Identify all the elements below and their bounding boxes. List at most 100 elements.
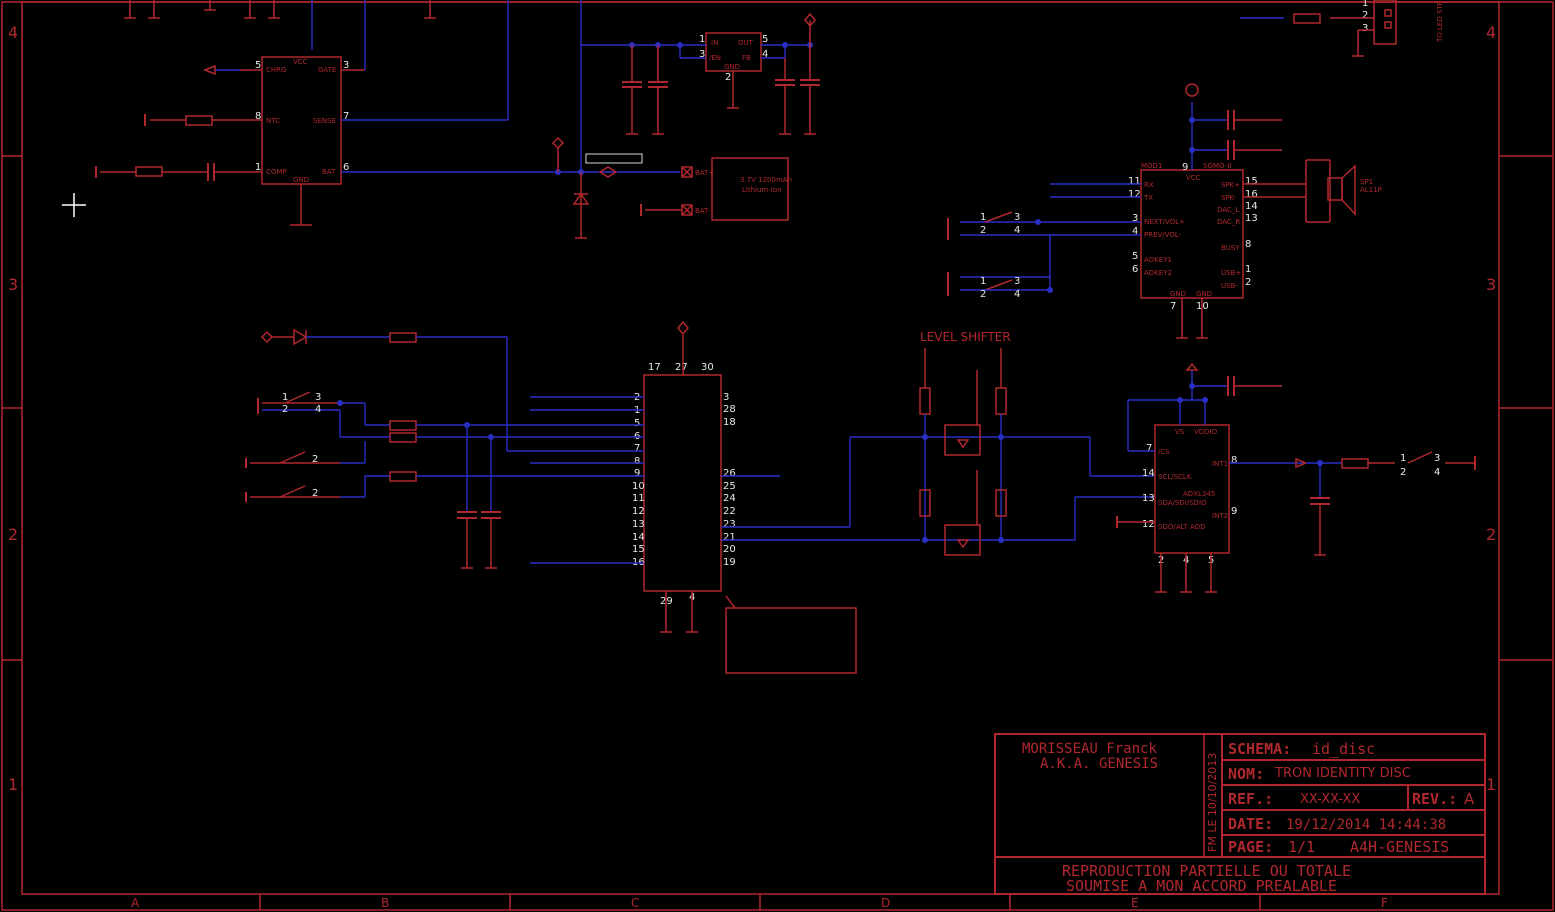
pin-number: 16	[1245, 189, 1258, 200]
pin-number: 13	[1142, 493, 1155, 504]
pin-number: 2	[312, 454, 318, 465]
module-pin-prev: PREV/VOL-	[1144, 231, 1182, 239]
pin-number: 1	[282, 392, 288, 403]
pin-number: 3	[315, 392, 321, 403]
pin-number: 21	[723, 532, 736, 543]
module-pin-adkey2: ADKEY2	[1144, 269, 1172, 277]
pin-number: 18	[723, 417, 736, 428]
module-ref: MOD1	[1141, 162, 1162, 170]
project-name: A4H-GENESIS	[1350, 838, 1449, 856]
pin-number: 8	[1245, 239, 1251, 250]
level-shifter-label: LEVEL SHIFTER	[920, 330, 1011, 344]
pin-number: 2	[312, 488, 318, 499]
module-pin-spkp: SPK+	[1221, 181, 1240, 189]
module-pin-dacr: DAC_R	[1217, 218, 1240, 226]
accel-name: ADXL345	[1183, 490, 1215, 498]
pin-number: 26	[723, 468, 736, 479]
crosshair-cursor-icon	[62, 193, 86, 217]
pin-label-chrg: CHRG	[266, 66, 286, 74]
top-left-stubs	[124, 0, 436, 19]
pin-number: 28	[723, 404, 736, 415]
row-label-4-right: 4	[1486, 23, 1496, 42]
row-label-2-left: 2	[8, 525, 18, 544]
row-label-3-left: 3	[8, 275, 18, 294]
pin-label-ntc: NTC	[266, 117, 280, 125]
pin-number: 14	[1245, 201, 1258, 212]
pin-number: 4	[1434, 467, 1440, 478]
pin-number: 12	[1128, 189, 1141, 200]
pin-number: 5	[762, 34, 768, 45]
accel-pin-cs: /CS	[1158, 448, 1170, 456]
pin-label-sense: SENSE	[313, 117, 336, 125]
accel-pin-sdo: SDO/ALT ADD	[1158, 523, 1206, 531]
module-pin-rx: RX	[1144, 181, 1154, 189]
module-vcc: VCC	[1186, 174, 1201, 182]
pin-number: 8	[634, 456, 640, 467]
pin-number: 9	[1231, 506, 1237, 517]
pin-number: 2	[980, 289, 986, 300]
col-label-c: C	[631, 896, 639, 910]
pin-number: 4	[315, 404, 321, 415]
ref-value: XX-XX-XX	[1300, 792, 1360, 807]
pin-number: 7	[343, 111, 349, 122]
author-alias: A.K.A. GENESIS	[1040, 756, 1158, 772]
pin-number: 6	[343, 162, 349, 173]
level-shifter: LEVEL SHIFTER	[849, 330, 1155, 556]
pin-number: 3	[1014, 276, 1020, 287]
col-label-e: E	[1131, 896, 1139, 910]
pin-number: 25	[723, 481, 736, 492]
pin-label-gnd: GND	[293, 176, 309, 184]
title-block: MORISSEAU Franck A.K.A. GENESIS FM LE 10…	[994, 733, 1486, 895]
pin-number: 1	[1245, 264, 1251, 275]
pin-number: 2	[282, 404, 288, 415]
pin-number: 1	[1362, 0, 1368, 9]
main-ic: 17 27 30 2 1 5 6 7 8 9 10 11 12 13 14 15…	[530, 320, 920, 674]
author-name: MORISSEAU Franck	[1022, 741, 1157, 757]
pin-label-gate: GATE	[318, 66, 336, 74]
charger-ic: CHRG NTC COMP GATE SENSE BAT VCC GND 5 8…	[240, 0, 509, 226]
col-label-f: F	[1381, 896, 1388, 910]
left-inputs: 1 2 3 4 2 2	[245, 328, 612, 569]
battery-section: BAT+ BAT- 3.7V 1200mAh Lithium-Ion	[341, 0, 792, 239]
accel-vddio: VDDIO	[1194, 428, 1218, 436]
date-label: DATE:	[1228, 815, 1273, 833]
switch-group-right: 1 2 3 4 1 2 3 4	[947, 211, 1141, 300]
pin-number: 1	[255, 162, 261, 173]
pin-number: 7	[634, 443, 640, 454]
module-pin-usbp: USB+	[1221, 269, 1241, 277]
pin-number: 3	[1132, 213, 1138, 224]
pin-number: 4	[1014, 225, 1020, 236]
bat-minus-label: BAT-	[695, 207, 711, 215]
pin-number: 1	[1400, 453, 1406, 464]
pin-number: 15	[1245, 176, 1258, 187]
pin-number: 2	[725, 72, 731, 83]
notice-line-1: REPRODUCTION PARTIELLE OU TOTALE	[1062, 862, 1351, 880]
schema-label: SCHEMA:	[1228, 740, 1291, 758]
pin-number: 6	[1132, 264, 1138, 275]
col-label-a: A	[131, 896, 140, 910]
pin-number: 9	[1182, 162, 1188, 173]
module-pin-adkey1: ADKEY1	[1144, 256, 1172, 264]
pin-number: 8	[1231, 455, 1237, 466]
pin-number: 8	[255, 111, 261, 122]
pin-label-vcc: VCC	[293, 58, 308, 66]
pin-number: 1	[980, 212, 986, 223]
pin-number: 4	[1132, 226, 1138, 237]
pin-number: 4	[1014, 289, 1020, 300]
accel-vs: VS	[1175, 428, 1185, 436]
bat-plus-label: BAT+	[695, 169, 714, 177]
reg-label-en: /EN	[709, 54, 721, 62]
col-label-d: D	[881, 896, 890, 910]
rev-value: A	[1464, 790, 1475, 808]
row-label-1-left: 1	[8, 775, 18, 794]
pin-number: 11	[632, 493, 645, 504]
pin-number: 12	[632, 506, 645, 517]
speaker-ref: SP1	[1360, 178, 1373, 186]
pin-label-comp: COMP	[266, 168, 287, 176]
pin-number: 4	[762, 49, 768, 60]
page-label: PAGE:	[1228, 838, 1273, 856]
row-label-2-right: 2	[1486, 525, 1496, 544]
accel-pin-sda: SDA/SDI/SDIO	[1158, 499, 1207, 507]
pin-number: 13	[632, 519, 645, 530]
battery-spec-line1: 3.7V 1200mAh	[740, 176, 792, 184]
